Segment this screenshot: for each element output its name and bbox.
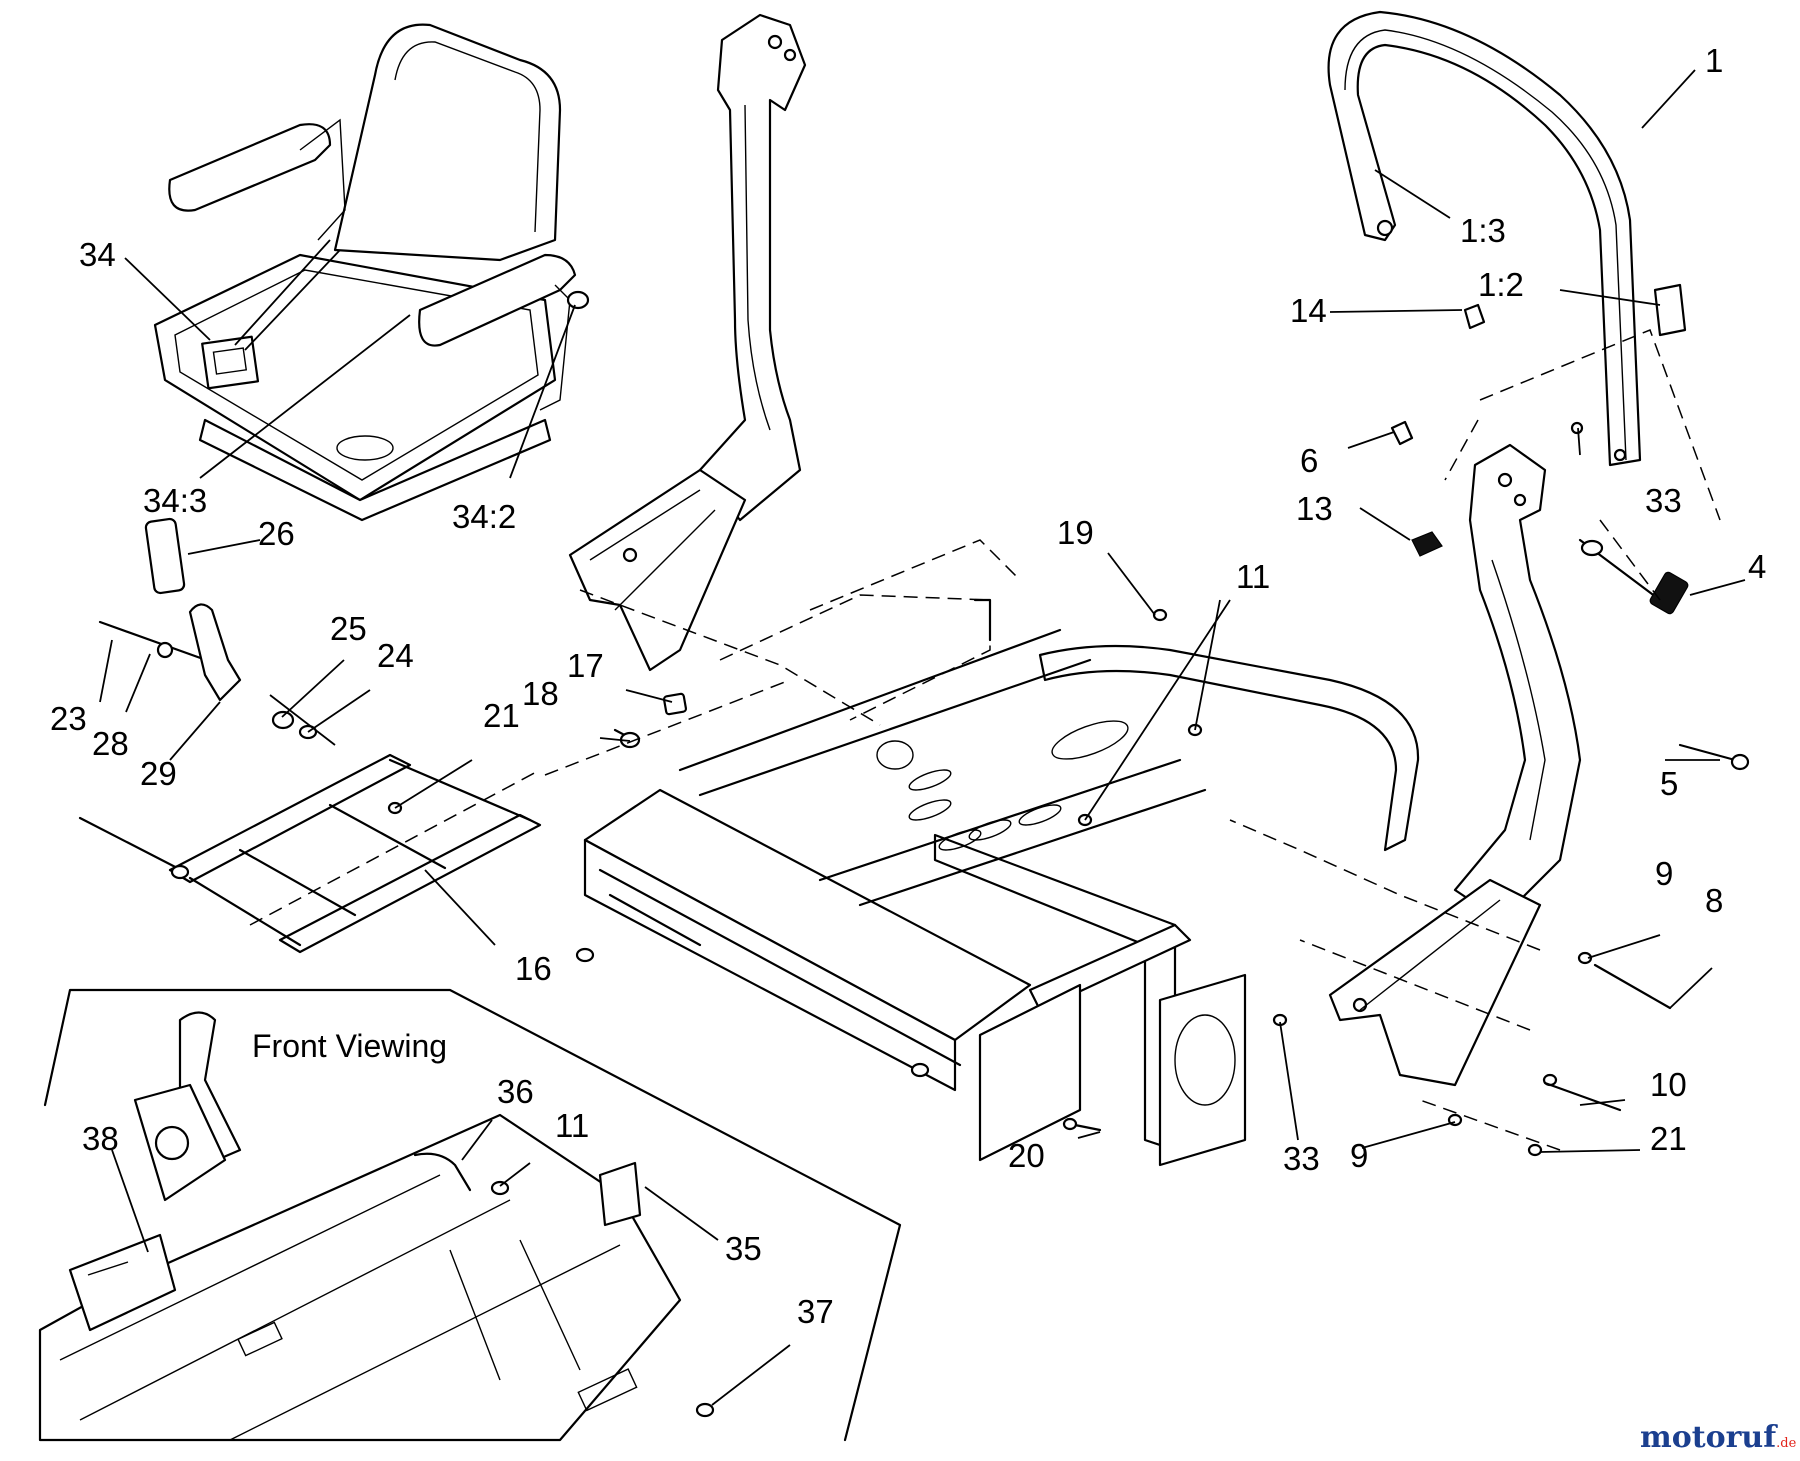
callout-37: 37: [797, 1293, 834, 1330]
callout-34: 34: [79, 236, 116, 273]
callout-19: 19: [1057, 514, 1094, 551]
callout-1-3: 1:3: [1460, 212, 1506, 249]
rops-right-lower-hoop: [1328, 443, 1582, 1087]
callout-34-2: 34:2: [452, 498, 516, 535]
callout-21-left: 21: [483, 697, 520, 734]
callout-21-right: 21: [1650, 1120, 1687, 1157]
callout-16: 16: [515, 950, 552, 987]
callout-4: 4: [1748, 548, 1766, 585]
front-view-inset: [38, 988, 902, 1442]
callout-5: 5: [1660, 765, 1678, 802]
assembly-lines: [249, 329, 1721, 1151]
rops-pin-hardware: [1390, 303, 1750, 771]
seat-slide-frame: [78, 753, 542, 954]
callout-20: 20: [1008, 1137, 1045, 1174]
callout-18: 18: [522, 675, 559, 712]
watermark-suffix: .de: [1776, 1436, 1796, 1451]
callout-9-upper: 9: [1655, 855, 1673, 892]
callout-26: 26: [258, 515, 295, 552]
seat-assembly: [153, 23, 590, 522]
frame-slots: [876, 720, 1129, 851]
chassis-frame: [575, 539, 1420, 1167]
rops-left-hoop: [568, 13, 807, 672]
callout-25: 25: [330, 610, 367, 647]
callout-1: 1: [1705, 42, 1723, 79]
callout-28: 28: [92, 725, 129, 762]
callout-11-upper: 11: [1236, 558, 1270, 595]
callout-33-lower: 33: [1283, 1140, 1320, 1177]
callout-24: 24: [377, 637, 414, 674]
callout-29: 29: [140, 755, 177, 792]
inset-caption: Front Viewing: [252, 1028, 447, 1064]
watermark-logo: motoruf.de: [1640, 1420, 1797, 1455]
callout-14: 14: [1290, 292, 1327, 329]
svg-text:motoruf.de: motoruf.de: [1640, 1420, 1797, 1455]
callout-34-3: 34:3: [143, 482, 207, 519]
callout-10: 10: [1650, 1066, 1687, 1103]
callout-6: 6: [1300, 442, 1318, 479]
callout-38: 38: [82, 1120, 119, 1157]
watermark-brand: motoruf: [1640, 1420, 1778, 1455]
callout-labels: 1 1:3 1:2 14 6 33 13 4 5 19 11 17 18 21 …: [50, 42, 1766, 1330]
callout-13: 13: [1296, 490, 1333, 527]
frame-hardware: [387, 608, 1672, 1157]
leader-lines: [99, 69, 1746, 1406]
seat-adjust-handle: [98, 517, 336, 746]
callout-9-lower: 9: [1350, 1137, 1368, 1174]
rops-upper-hoop: [1327, 10, 1687, 467]
callout-8: 8: [1705, 882, 1723, 919]
callout-1-2: 1:2: [1478, 266, 1524, 303]
callout-35: 35: [725, 1230, 762, 1267]
callout-33-upper: 33: [1645, 482, 1682, 519]
callout-36: 36: [497, 1073, 534, 1110]
callout-11-lower: 11: [555, 1107, 589, 1144]
callout-17: 17: [567, 647, 604, 684]
callout-23: 23: [50, 700, 87, 737]
